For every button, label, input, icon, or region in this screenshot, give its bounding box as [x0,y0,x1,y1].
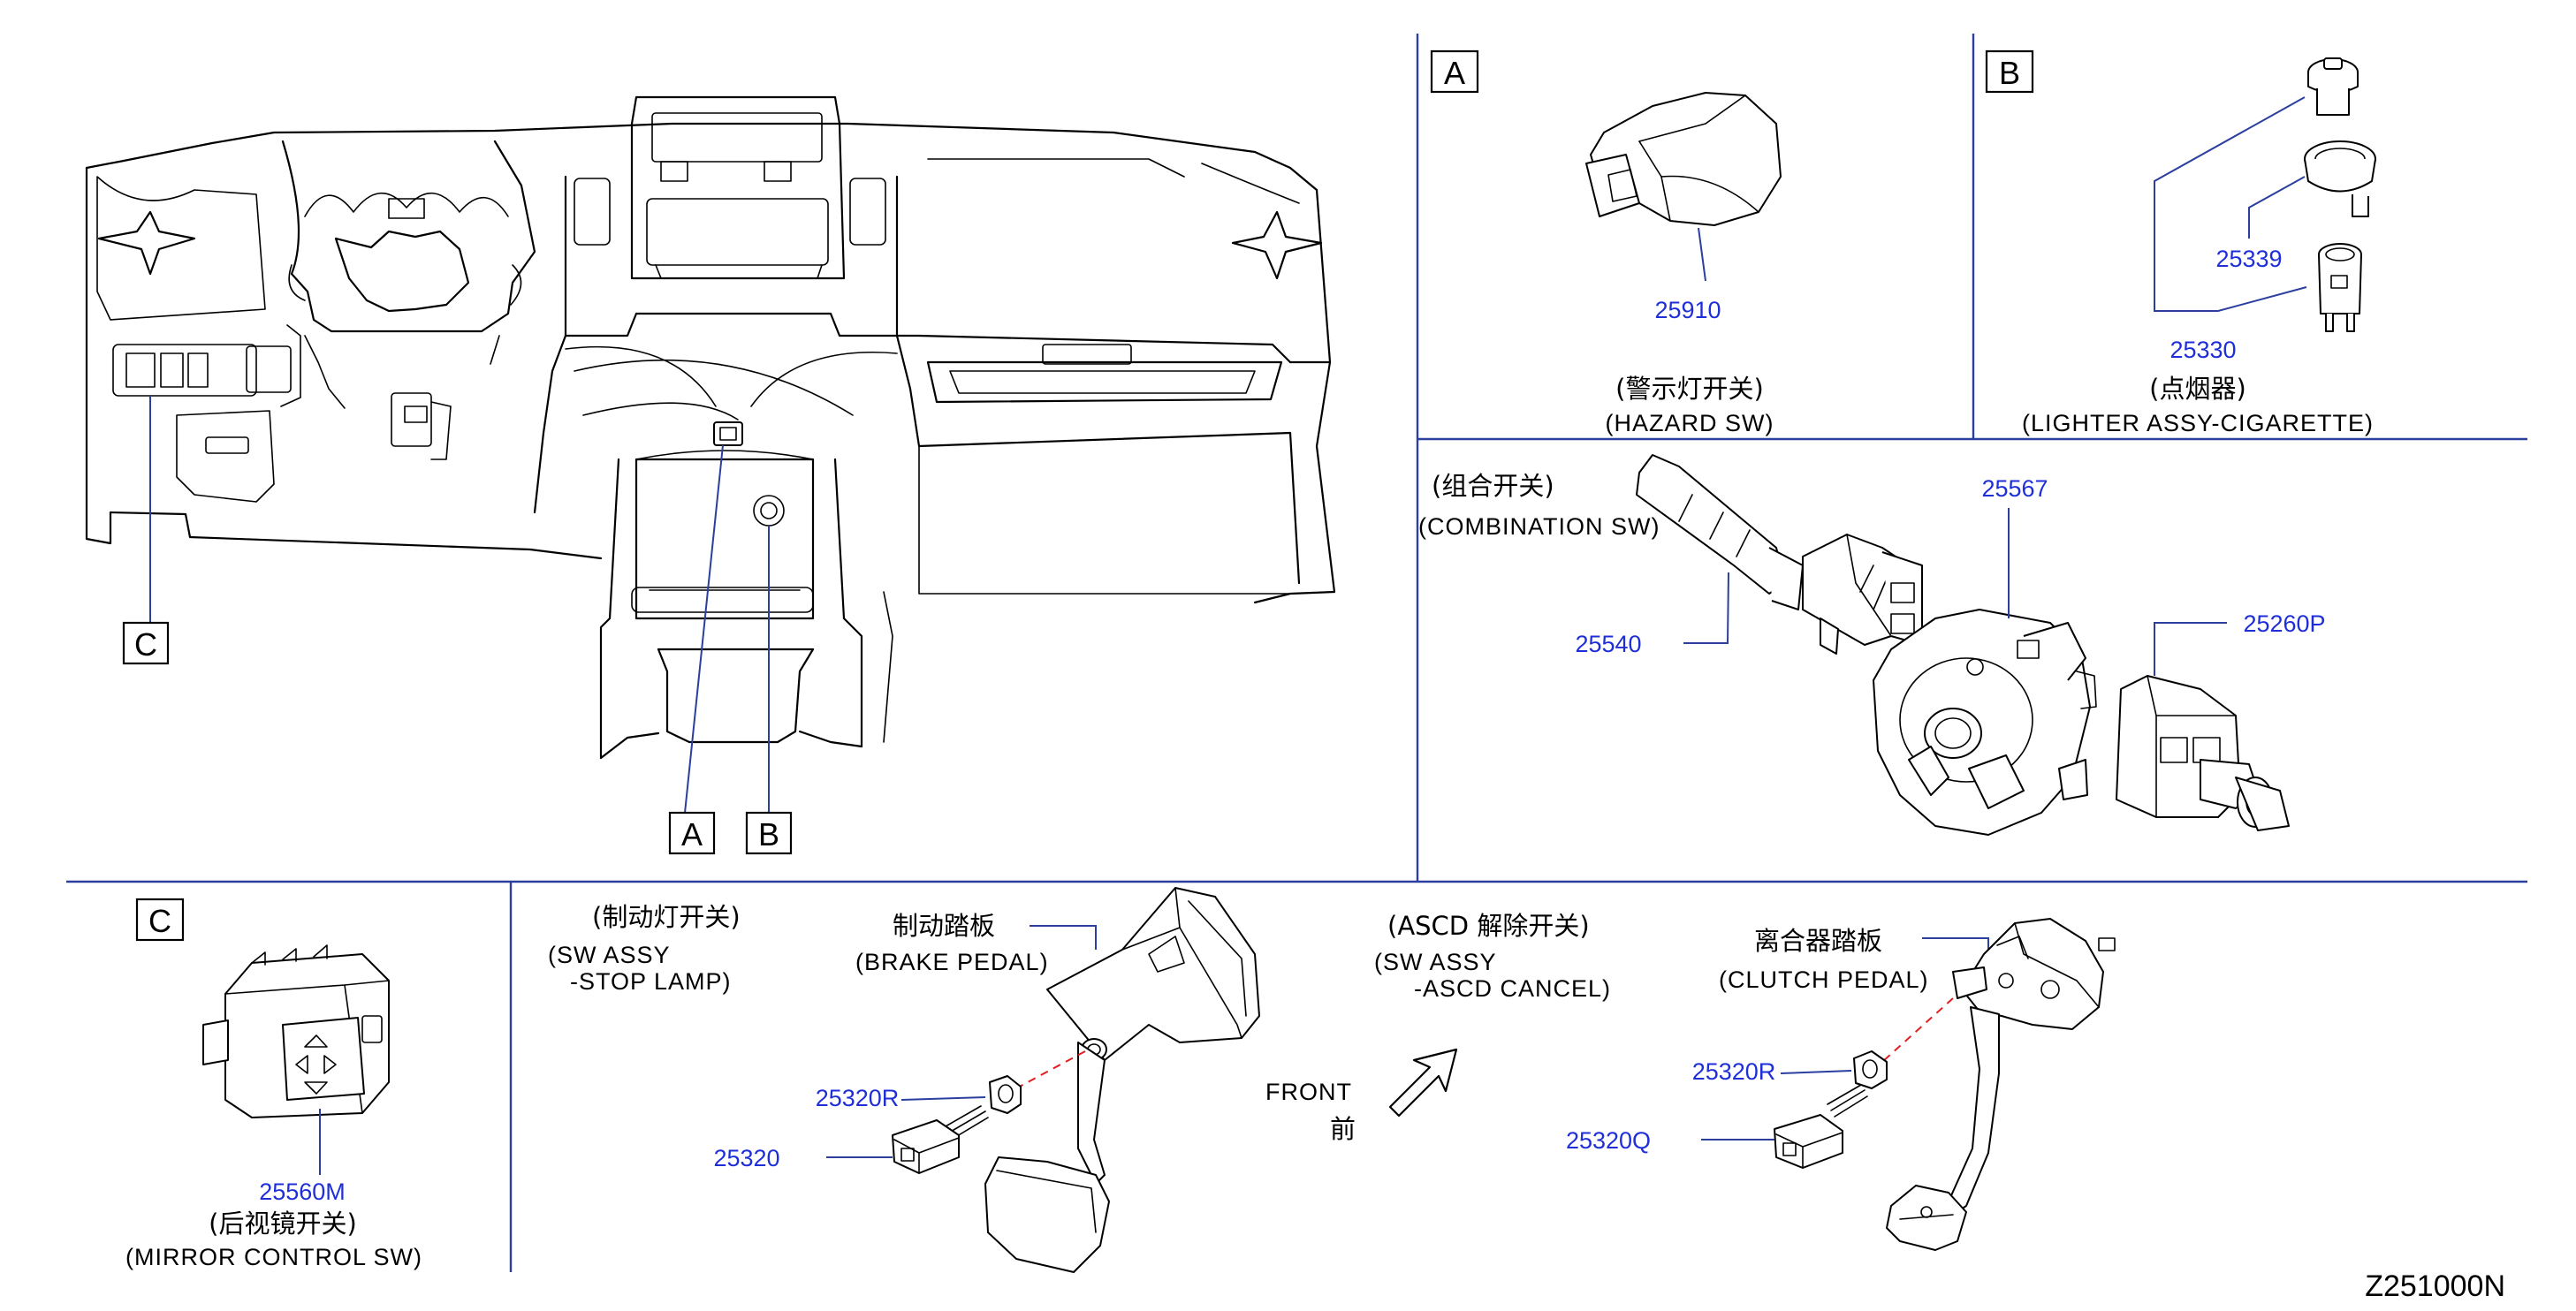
front-direction: FRONT 前 [1265,1048,1458,1144]
ascd-title-cn: (ASCD 解除开关) [1387,911,1590,941]
section-combination-switch: (组合开关) (COMBINATION SW) 25540 [1418,454,2326,836]
mirror-title-en: (MIRROR CONTROL SW) [125,1244,422,1270]
clutch-pedal-cn: 离合器踏板 [1754,926,1882,956]
dashboard-overview [85,95,1336,814]
wiper-lever-part [1636,454,1923,655]
part-number-25567: 25567 [1981,475,2048,502]
section-c-letter: C [148,903,171,939]
overview-callout-b: B [745,811,793,855]
ascd-title-en-2: -ASCD CANCEL) [1414,975,1611,1002]
section-a-letter: A [1444,55,1465,91]
clutch-pedal-en: (CLUTCH PEDAL) [1719,966,1929,993]
mirror-title-cn: (后视镜开关) [209,1209,357,1239]
stop-lamp-switch-part [892,1105,989,1174]
section-stop-lamp: (制动灯开关) (SW ASSY -STOP LAMP) 制动踏板 (BRAKE… [548,887,1260,1273]
svg-text:C: C [134,626,157,663]
hazard-title-en: (HAZARD SW) [1606,410,1774,436]
part-number-25260p: 25260P [2243,610,2325,637]
diagram-code: Z251000N [2365,1269,2505,1303]
front-label-cn: 前 [1330,1114,1356,1144]
section-b-letter: B [1999,55,2020,91]
ascd-nut-part [1853,1050,1888,1089]
stop-lamp-title-en-1: (SW ASSY [548,942,671,968]
front-arrow-icon [1388,1048,1458,1118]
spiral-cable-part [1873,609,2097,836]
brake-pedal-cn: 制动踏板 [893,911,995,941]
part-number-25330: 25330 [2169,337,2236,363]
section-dividers [66,34,2527,1272]
front-label-en: FRONT [1265,1079,1352,1105]
combination-title-en: (COMBINATION SW) [1418,513,1660,540]
part-number-25339: 25339 [2215,246,2282,272]
stop-lamp-title-cn: (制动灯开关) [592,902,741,932]
svg-text:B: B [758,816,779,853]
overview-callout-a: A [668,811,716,855]
lighter-title-cn: (点烟器) [2149,374,2246,404]
part-number-25560m: 25560M [259,1178,346,1205]
part-number-25540: 25540 [1575,631,1641,657]
section-ascd-cancel: (ASCD 解除开关) (SW ASSY -ASCD CANCEL) 离合器踏板… [1374,911,2116,1251]
clutch-pedal-part [1886,918,2116,1251]
hazard-switch-part [1585,92,1782,226]
section-c-mirror: C 25560M (后视镜开关) (MIRROR CONTROL SW) [125,898,422,1270]
combination-title-cn: (组合开关) [1432,471,1554,501]
mirror-switch-part [202,944,390,1118]
lighter-title-en: (LIGHTER ASSY-CIGARETTE) [2022,410,2374,436]
section-a-hazard: A 25910 (警示灯开关) (HAZARD SW) [1430,49,1782,436]
lighter-socket-part [2318,243,2362,332]
section-b-lighter: B 25339 25330 (点烟器) (LIGHTER ASSY-CIGA [1985,49,2376,436]
brake-pedal-en: (BRAKE PEDAL) [855,949,1049,975]
lighter-ring-part [2304,140,2376,217]
overview-callout-c: C [122,621,170,665]
lighter-plug-part [2307,57,2359,116]
part-number-25910: 25910 [1654,297,1721,323]
part-number-25320r-brake: 25320R [816,1085,900,1111]
stop-lamp-nut-part [989,1075,1022,1114]
part-number-25320q: 25320Q [1566,1127,1651,1154]
part-number-25320r-clutch: 25320R [1692,1058,1776,1085]
part-number-25320: 25320 [713,1145,779,1171]
headlamp-switch-part [2116,675,2290,831]
ascd-switch-part [1774,1084,1868,1169]
stop-lamp-title-en-2: -STOP LAMP) [570,968,732,995]
hazard-title-cn: (警示灯开关) [1615,374,1764,404]
svg-text:A: A [681,816,703,853]
ascd-title-en-1: (SW ASSY [1374,949,1497,975]
brake-pedal-part [984,887,1260,1273]
